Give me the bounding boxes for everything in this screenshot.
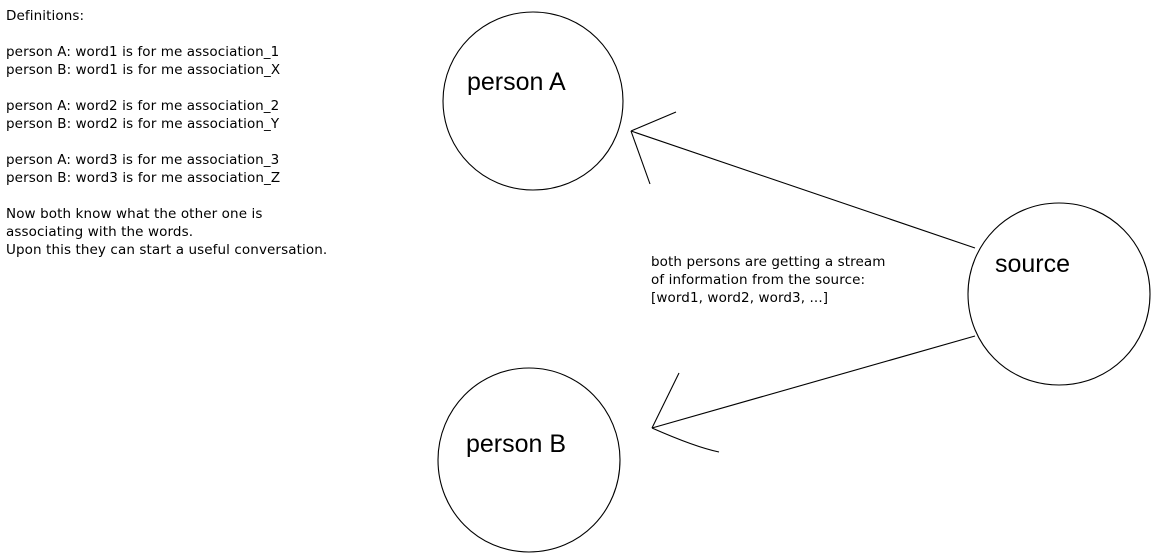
spacer — [6, 187, 426, 205]
conclusion-line-1: Now both know what the other one is — [6, 206, 263, 222]
definition-line-a2: person A: word2 is for me association_2 — [6, 98, 280, 114]
arrowhead-barb-upper — [630, 111, 677, 132]
arrow-shaft — [651, 335, 976, 429]
arrow-source-to-person-b — [651, 335, 976, 453]
person-b-label: person B — [466, 430, 567, 458]
arrowhead-barb-lower — [630, 130, 651, 185]
person-b-circle[interactable] — [437, 367, 621, 553]
arrowhead-barb-upper — [651, 372, 680, 429]
person-a-label: person A — [467, 68, 566, 96]
definition-line-b3: person B: word3 is for me association_Z — [6, 170, 281, 186]
definition-line-a3: person A: word3 is for me association_3 — [6, 152, 280, 168]
definitions-heading: Definitions: — [6, 8, 85, 24]
stream-caption-block: both persons are getting a stream of inf… — [651, 253, 951, 307]
definition-line-b1: person B: word1 is for me association_X — [6, 62, 281, 78]
arrow-shaft — [630, 130, 976, 249]
spacer — [6, 25, 426, 43]
definition-line-a1: person A: word1 is for me association_1 — [6, 44, 280, 60]
arrow-source-to-person-a — [630, 111, 976, 249]
caption-line-2: of information from the source: — [651, 272, 866, 288]
caption-line-3: [word1, word2, word3, ...] — [651, 290, 829, 306]
definitions-text-block: Definitions: person A: word1 is for me a… — [6, 7, 426, 259]
conclusion-line-2: associating with the words. — [6, 224, 194, 240]
arrowhead-barb-lower — [651, 427, 720, 453]
caption-line-1: both persons are getting a stream — [651, 254, 886, 270]
spacer — [6, 79, 426, 97]
conclusion-line-3: Upon this they can start a useful conver… — [6, 242, 328, 258]
spacer — [6, 133, 426, 151]
source-circle[interactable] — [967, 202, 1151, 386]
definition-line-b2: person B: word2 is for me association_Y — [6, 116, 280, 132]
source-label: source — [995, 250, 1071, 278]
person-a-circle[interactable] — [442, 11, 624, 191]
